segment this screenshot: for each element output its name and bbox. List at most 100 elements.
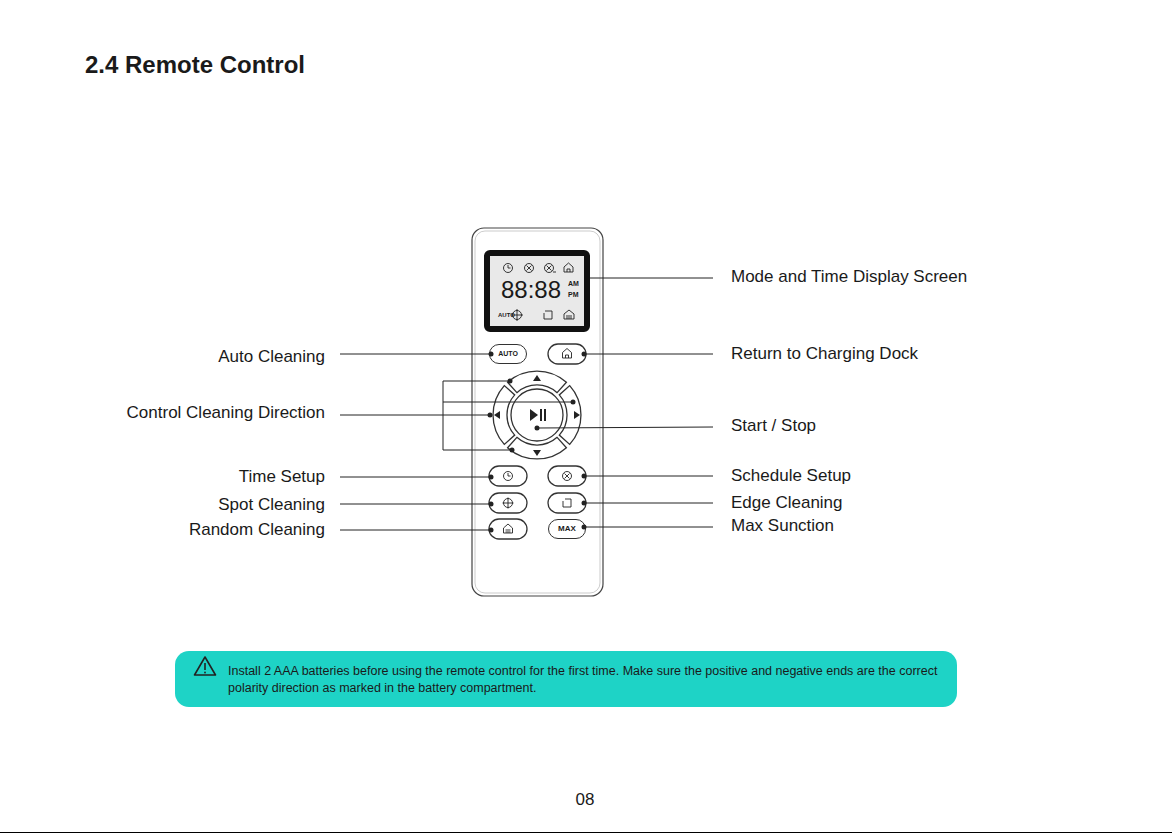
auto-button: AUTO [489,344,527,364]
spot-icon [504,499,513,508]
clock-hands [508,473,511,476]
callout-label: Mode and Time Display Screen [731,267,967,287]
pm-indicator: PM [568,291,579,298]
spot-button [489,493,527,513]
callout-label: Control Cleaning Direction [0,403,325,423]
schedule-icon [545,264,554,273]
leader-dot [488,413,493,418]
schedule-mark [547,266,557,273]
remote-body [472,228,603,596]
pause-bar [544,409,546,421]
footer-rule [0,832,1172,833]
callout-label: Schedule Setup [731,466,851,486]
spot-icon [513,311,522,320]
schedule-icon [525,264,534,273]
mode-indicator: AUTO [498,312,515,318]
edge-icon [563,499,571,507]
bracket-line [443,381,512,450]
leader-dot [508,379,513,384]
warning-note: Install 2 AAA batteries before using the… [175,651,957,707]
leader-line [584,527,713,528]
leader-line [584,354,713,355]
home-icon [563,349,572,359]
leader-line [537,427,713,428]
callout-label: Time Setup [0,467,325,487]
screen-icons [504,263,575,321]
random-icon [504,524,513,533]
random-icon [564,310,574,319]
leader-dot [489,528,494,533]
warning-triangle [195,657,216,675]
max-button: MAX [548,519,586,539]
clock-icon [504,472,513,481]
callout-label: Random Cleaning [0,520,325,540]
button-icons [503,349,572,534]
am-indicator: AM [568,280,579,287]
start-stop-button [511,389,563,441]
edge-icon [544,311,552,319]
right-arrow [574,411,580,419]
schedule-icon [563,472,572,481]
leader-line [340,477,491,478]
time-digits: 88:88 [501,278,561,302]
leader-line [584,476,713,477]
leader-dot [571,400,576,405]
leader-line [340,354,491,355]
remote-body-inner [475,231,600,593]
callout-label: Edge Cleaning [731,493,843,513]
spot-cross [503,498,514,509]
schedule-mark [527,266,532,271]
page-number: 08 [485,790,685,810]
callout-label: Spot Cleaning [0,495,325,515]
home-icon [564,263,573,272]
button-text: MAX [549,520,585,537]
callout-label: Auto Cleaning [0,347,325,367]
schedule-button [548,466,586,486]
leader-dots [488,352,587,533]
home-button [548,344,586,364]
left-arrow [494,411,500,419]
callout-label: Return to Charging Dock [731,344,918,364]
edge-button [548,493,586,513]
leader-dot [489,475,494,480]
display-screen: 88:88 AM PM AUTO [484,250,590,332]
up-arrow [533,375,541,381]
warning-dot [204,672,206,674]
warning-icon [195,657,216,675]
leader-line [590,278,713,279]
leader-dot [582,474,587,479]
leader-line [340,504,491,505]
leader-dot [582,525,587,530]
random-button [489,519,527,539]
button-text: AUTO [490,345,526,362]
warning-mark [204,663,206,670]
page-title: 2.4 Remote Control [85,51,305,79]
note-text: Install 2 AAA batteries before using the… [228,663,943,697]
leader-line [443,402,573,403]
leader-line [340,415,490,416]
leader-dot [582,501,587,506]
leader-dot [535,426,540,431]
spot-cross [511,309,523,321]
down-arrow [533,450,541,456]
leader-line [340,530,491,531]
leader-dot [510,448,515,453]
direction-arrows [494,375,580,456]
clock-icon [504,264,513,273]
leader-line [584,503,713,504]
leader-dot [489,352,494,357]
leader-lines [340,278,713,530]
play-symbol [530,409,538,421]
pause-bar [540,409,542,421]
callout-label: Start / Stop [731,416,816,436]
time-button [489,466,527,486]
leader-dot [582,352,587,357]
leader-dot [489,502,494,507]
callout-label: Max Sunction [731,516,834,536]
schedule-mark [565,474,570,479]
clock-hands [508,265,511,268]
